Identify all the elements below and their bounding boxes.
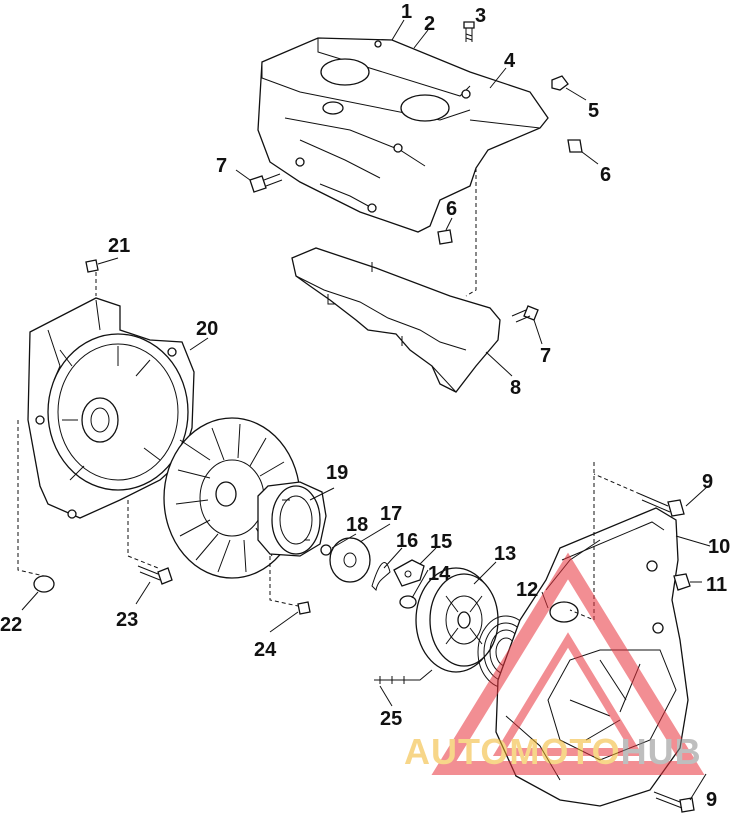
callout-1: 1 [401,1,412,23]
watermark-text: AUTOMOTOHUB [404,731,702,772]
automotohub-watermark: AUTOMOTOHUB [404,552,705,775]
watermark-text-part2: HUB [621,731,702,772]
bolt-7-left [249,173,283,193]
callout-5: 5 [588,100,599,122]
callout-9-bottom: 9 [706,789,717,811]
backing-plate [27,297,195,519]
callout-3: 3 [475,5,486,27]
bolt-9-top [639,493,685,517]
oring-22 [33,575,55,593]
callout-23: 23 [116,609,138,631]
callout-11: 11 [706,574,727,596]
callout-8: 8 [510,377,521,399]
pin-21 [85,259,99,273]
callout-6-right: 6 [600,164,611,186]
callout-18: 18 [346,514,368,536]
callout-10: 10 [708,536,730,558]
fan-shroud-cover [257,37,549,233]
callout-20: 20 [196,318,218,340]
callout-6-left: 6 [446,198,457,220]
watermark-text-part1: AUTOMOTO [404,731,621,772]
air-duct [291,247,501,393]
bolt-23 [137,565,173,585]
callout-17: 17 [380,503,402,525]
bolt-7-right [511,305,539,323]
callout-21: 21 [108,235,130,257]
ring-14 [399,595,417,609]
callout-24: 24 [254,639,277,661]
nut-18 [320,544,332,556]
callout-7-left: 7 [216,155,227,177]
watermark-triangle-inner [492,632,644,756]
callout-16: 16 [396,530,418,552]
callout-7-right: 7 [540,345,551,367]
spring-16 [371,562,391,592]
callout-9-top: 9 [702,471,713,493]
callout-15: 15 [430,531,452,553]
rope [374,669,433,684]
callout-22: 22 [0,614,22,636]
watermark-triangle-outer [431,552,705,775]
cam-plate-17 [329,537,371,583]
nut-24 [297,601,311,615]
hub [257,481,327,557]
bolt-3 [463,21,475,42]
grommet-6-left [437,229,453,245]
callout-19: 19 [326,462,348,484]
nut-5 [551,75,569,91]
callout-13: 13 [494,543,516,565]
callout-14: 14 [428,563,451,585]
nut-11 [673,573,691,591]
bolt-9-bottom [653,791,695,813]
pawl-15 [393,559,425,587]
callout-12: 12 [516,579,538,601]
callout-25: 25 [380,708,402,730]
callout-2: 2 [424,13,435,35]
rope-pulley [415,567,499,673]
callout-4: 4 [504,50,516,72]
grommet-6-right [567,139,583,153]
